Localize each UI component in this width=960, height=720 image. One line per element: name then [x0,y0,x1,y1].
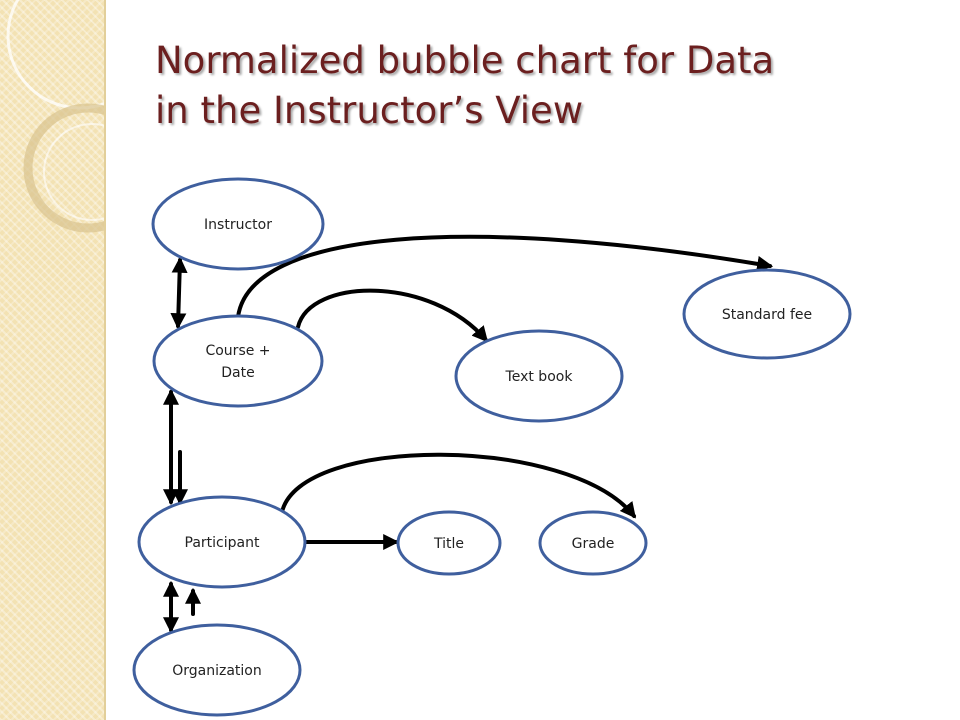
node-text-book [454,329,624,423]
node-label-text-book: Text book [505,369,574,385]
node-label-course-line-1: Course + [205,343,270,359]
edge-course-text-book [296,288,489,343]
slide-title: Normalized bubble chart for Data in the … [155,36,915,136]
side-band-edge [104,0,106,720]
decorative-side-band [0,0,106,720]
node-grade [538,510,648,576]
edge-participant-grade [280,452,636,519]
slide-title-line-2: in the Instructor’s View [155,89,584,132]
edge-instructor-course [170,256,188,330]
node-instructor [151,177,325,271]
node-organization [132,623,302,717]
node-label-grade: Grade [572,536,615,552]
node-title [396,510,502,576]
node-label-standard-fee: Standard fee [722,307,812,323]
node-label-organization: Organization [172,663,262,679]
decorative-rings [6,0,106,233]
node-label-participant: Participant [185,535,260,551]
node-label-title: Title [433,536,464,552]
node-label-instructor: Instructor [204,217,272,233]
node-label-course-line-2: Date [221,365,254,381]
edge-course-standard-fee [236,234,774,319]
node-course-date [152,314,324,408]
slide-title-line-1: Normalized bubble chart for Data [155,39,775,82]
node-standard-fee [682,268,852,360]
node-participant [137,495,307,589]
